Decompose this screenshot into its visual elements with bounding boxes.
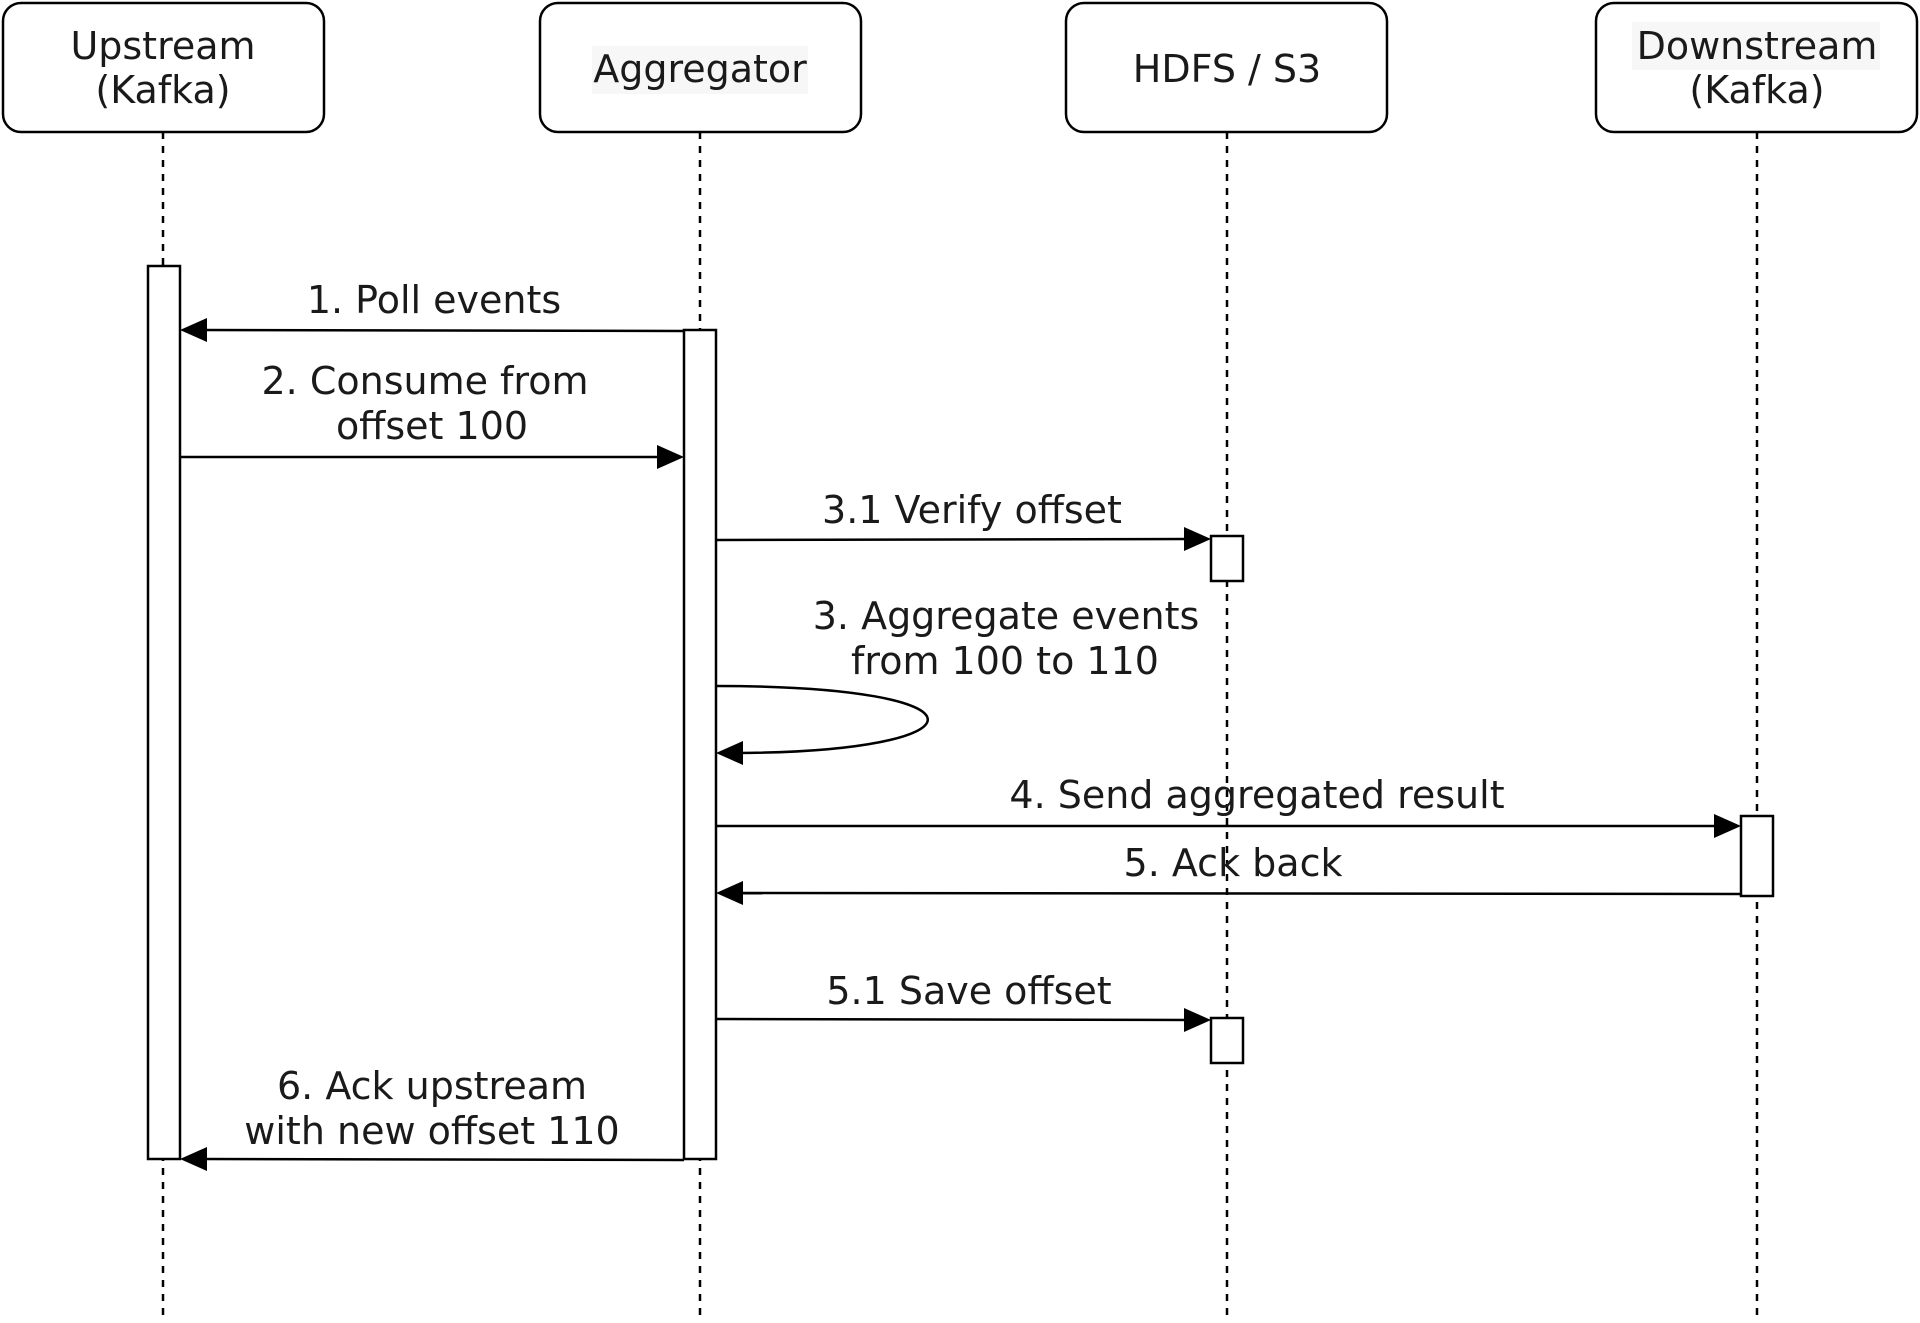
arrowhead-icon	[657, 445, 684, 469]
message-line	[201, 1157, 685, 1162]
message-label: offset 100	[336, 404, 528, 448]
participant-downstream[interactable]: Downstream (Kafka)	[1594, 1, 1919, 134]
message-label: 6. Ack upstream	[277, 1064, 587, 1108]
participant-label-line: (Kafka)	[95, 68, 230, 112]
message-label: 5.1 Save offset	[826, 969, 1111, 1013]
message-label: 3. Aggregate events	[813, 594, 1200, 638]
message-label: 1. Poll events	[307, 278, 561, 322]
message-line	[715, 1017, 1191, 1022]
message-label: 4. Send aggregated result	[1009, 773, 1504, 817]
participant-label-background	[592, 46, 808, 94]
arrowhead-icon	[716, 881, 743, 905]
activation-downstream	[1739, 814, 1775, 898]
message-line	[715, 537, 1191, 542]
activation-storage-verify	[1209, 534, 1245, 583]
message-label: from 100 to 110	[851, 639, 1159, 683]
message-6[interactable]: 6. Ack upstream with new offset 110	[180, 1064, 685, 1171]
arrowhead-icon	[716, 741, 743, 765]
participants: Upstream (Kafka) Aggregator HDFS / S3 Do…	[1, 1, 1919, 134]
message-1[interactable]: 1. Poll events	[180, 278, 685, 342]
message-3[interactable]: 3. Aggregate events from 100 to 110	[715, 594, 1200, 765]
participant-label-line: Aggregator	[593, 47, 807, 91]
message-4[interactable]: 4. Send aggregated result	[716, 773, 1741, 838]
participant-box-upstream[interactable]	[1, 1, 326, 134]
message-2[interactable]: 2. Consume from offset 100	[180, 359, 684, 469]
arrowhead-icon	[180, 1147, 207, 1171]
message-label: 3.1 Verify offset	[822, 488, 1122, 532]
participant-label-background	[1632, 22, 1880, 70]
arrowhead-icon	[1184, 527, 1211, 551]
arrowhead-icon	[180, 318, 207, 342]
message-label: 5. Ack back	[1124, 841, 1343, 885]
participant-label-line: Upstream	[70, 24, 255, 68]
activation-storage-save	[1209, 1016, 1245, 1065]
message-line	[199, 328, 685, 333]
message-label: 2. Consume from	[262, 359, 589, 403]
participant-upstream[interactable]: Upstream (Kafka)	[1, 1, 326, 134]
participant-box-storage[interactable]	[1064, 1, 1389, 134]
message-5-1[interactable]: 5.1 Save offset	[715, 969, 1211, 1032]
arrowhead-icon	[1184, 1008, 1211, 1032]
activation-aggregator	[682, 328, 718, 1161]
self-message-loop	[715, 684, 929, 755]
activation-upstream	[146, 264, 182, 1161]
message-5[interactable]: 5. Ack back	[716, 841, 1742, 905]
participant-storage[interactable]: HDFS / S3	[1064, 1, 1389, 134]
message-label: with new offset 110	[244, 1109, 619, 1153]
participant-aggregator[interactable]: Aggregator	[538, 1, 863, 134]
participant-label-line: Downstream	[1637, 24, 1878, 68]
participant-label-line: (Kafka)	[1689, 68, 1824, 112]
message-3-1[interactable]: 3.1 Verify offset	[715, 488, 1211, 551]
messages: 1. Poll events 2. Consume from offset 10…	[180, 278, 1742, 1171]
message-line	[736, 891, 1742, 896]
activations	[146, 264, 1775, 1161]
participant-label-line: HDFS / S3	[1133, 47, 1321, 91]
arrowhead-icon	[1714, 814, 1741, 838]
